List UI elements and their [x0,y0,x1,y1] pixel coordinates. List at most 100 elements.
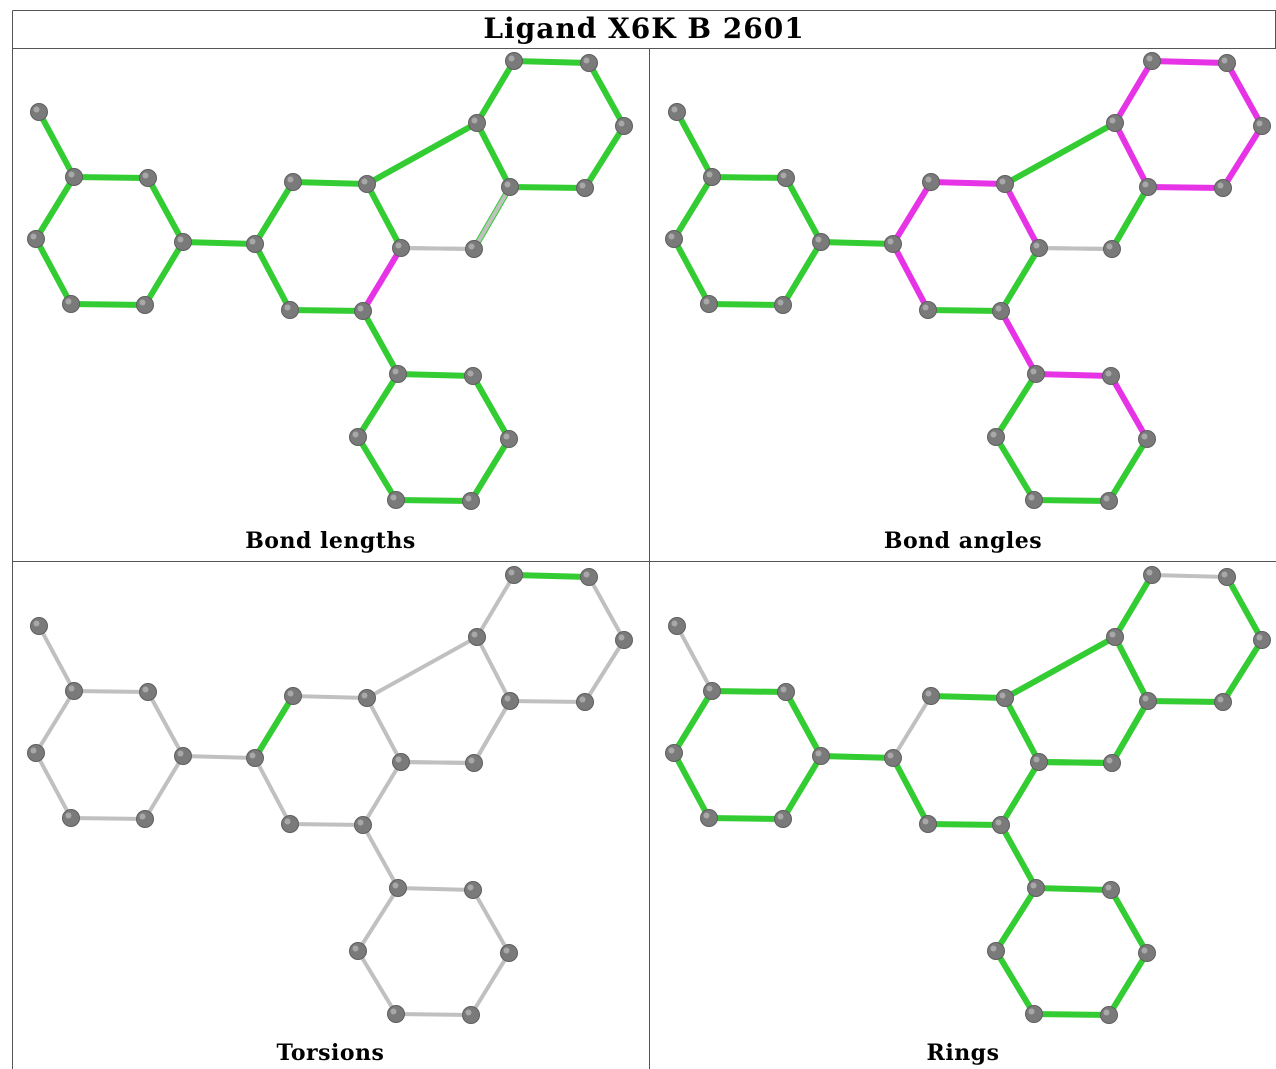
bonds-layer [34,572,626,1017]
atom-highlight [508,55,515,62]
bonds-layer [671,58,1265,504]
atom [992,302,1010,320]
atom [1030,239,1048,257]
atom [665,744,683,762]
atom-highlight [579,696,586,703]
atom-highlight [1146,569,1153,576]
atom [1106,628,1124,646]
bond [998,308,1039,377]
bond [1109,184,1151,252]
atom-highlight [922,818,929,825]
atom-highlight [287,176,294,183]
bond [586,60,627,129]
atoms-layer [27,52,633,510]
bond [925,307,1004,314]
atom-highlight [668,747,675,754]
atom-highlight [68,685,75,692]
bond [355,434,399,503]
bond [1149,58,1230,66]
bond [1002,634,1118,701]
atom-highlight [1028,1008,1035,1015]
panel-rings: Rings [650,562,1276,1069]
bond [290,179,370,187]
atoms-layer [665,566,1271,1024]
atom-highlight [1142,695,1149,702]
bond [1036,759,1115,766]
bond [146,690,185,758]
atom [703,168,721,186]
atom-highlight [395,242,402,249]
atom [392,753,410,771]
bond [783,175,824,245]
bond [928,693,1008,701]
atom [246,749,264,767]
bond [361,823,400,890]
atom [1106,114,1124,132]
atom [668,103,686,121]
bond [68,301,148,308]
bond [143,754,185,821]
atom-highlight [249,238,256,245]
atom-highlight [777,299,784,306]
atom [1138,944,1156,962]
atom [349,428,367,446]
bond [706,815,786,822]
atom-highlight [508,569,515,576]
atom [1214,179,1232,197]
atoms-layer [27,566,633,1024]
atom [62,295,80,313]
atom [1218,54,1236,72]
atom-highlight [503,947,510,954]
atom-highlight [504,181,511,188]
bond [925,821,1004,828]
bond [470,373,512,442]
atom [139,683,157,701]
bond [356,949,398,1016]
bond [671,174,715,242]
atom [65,168,83,186]
bond [1108,373,1150,442]
atom-highlight [1109,631,1116,638]
atom-highlight [465,1009,472,1016]
atom-highlight [1217,696,1224,703]
atom-highlight [1256,634,1263,641]
bond [142,239,186,308]
atom [65,682,83,700]
atom-highlight [361,178,368,185]
atom [987,428,1005,446]
atom [615,117,633,135]
bond [1112,634,1151,704]
bond [1112,58,1155,126]
atom-highlight [249,752,256,759]
atom-highlight [995,305,1002,312]
atom [30,103,48,121]
bond [252,693,296,761]
atom [703,682,721,700]
atom [500,430,518,448]
atom-highlight [1141,433,1148,440]
atom-highlight [357,305,364,312]
atom-highlight [352,945,359,952]
bond [709,174,789,181]
atom [1103,754,1121,772]
atom-highlight [390,1008,397,1015]
atom-highlight [925,176,932,183]
atom [462,1006,480,1024]
atom-highlight [33,620,40,627]
bond [671,750,712,821]
atom [884,235,902,253]
bond [993,885,1039,954]
bond [1033,885,1114,893]
bond [998,822,1039,891]
bond [180,239,258,247]
atom-highlight [177,750,184,757]
atom-highlight [467,884,474,891]
atom [1102,881,1120,899]
atom-highlight [503,433,510,440]
bond [890,241,931,313]
atom [387,1005,405,1023]
atom [665,230,683,248]
bond [252,179,296,247]
atom [576,179,594,197]
